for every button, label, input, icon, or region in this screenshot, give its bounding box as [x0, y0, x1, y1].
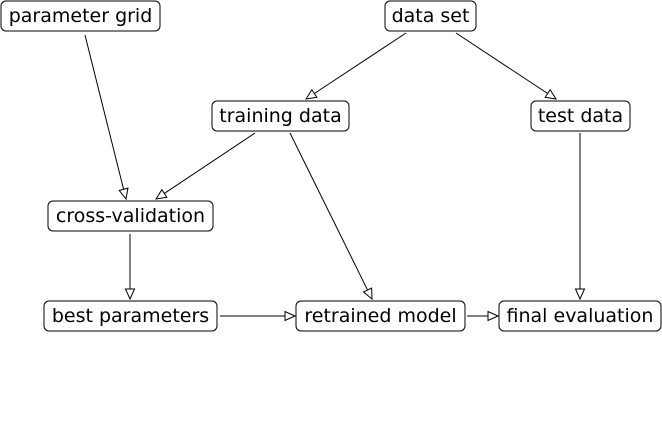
- node-training-data: training data: [211, 100, 350, 132]
- edge-training-data-to-retrained-model: [289, 132, 373, 301]
- node-final-evaluation-label: final evaluation: [507, 305, 654, 327]
- edges-layer: [84, 32, 586, 322]
- edge-best-parameters-to-retrained-model: [220, 310, 297, 322]
- node-parameter-grid: parameter grid: [0, 0, 161, 32]
- node-retrained-model-label: retrained model: [304, 305, 456, 327]
- arrowhead-icon: [304, 88, 318, 100]
- edge-line: [289, 132, 369, 291]
- node-best-parameters: best parameters: [43, 300, 218, 332]
- arrowhead-icon: [574, 288, 586, 301]
- node-training-data-label: training data: [219, 105, 341, 127]
- node-test-data-label: test data: [538, 105, 623, 127]
- edge-parameter-grid-to-cross-validation: [84, 34, 129, 201]
- edge-test-data-to-final-evaluation: [574, 133, 586, 301]
- edge-cross-validation-to-best-parameters: [124, 234, 136, 301]
- edge-line: [314, 32, 407, 94]
- arrowhead-icon: [487, 310, 500, 322]
- edge-line: [84, 34, 125, 190]
- node-data-set: data set: [384, 0, 477, 32]
- arrowhead-icon: [118, 187, 129, 201]
- edge-training-data-to-cross-validation: [154, 132, 256, 200]
- edge-line: [164, 132, 256, 194]
- arrowhead-icon: [154, 188, 168, 200]
- arrowhead-icon: [124, 288, 136, 301]
- node-cross-validation-label: cross-validation: [56, 205, 205, 227]
- node-final-evaluation: final evaluation: [498, 300, 662, 332]
- node-parameter-grid-label: parameter grid: [9, 5, 153, 27]
- edge-line: [455, 32, 548, 94]
- node-cross-validation: cross-validation: [47, 200, 214, 232]
- node-data-set-label: data set: [392, 5, 470, 27]
- arrowhead-icon: [544, 88, 558, 100]
- node-test-data: test data: [530, 100, 631, 132]
- edge-retrained-model-to-final-evaluation: [467, 310, 500, 322]
- arrowhead-icon: [362, 287, 373, 301]
- edge-data-set-to-training-data: [304, 32, 407, 100]
- edge-data-set-to-test-data: [455, 32, 558, 100]
- arrowhead-icon: [284, 310, 297, 322]
- node-best-parameters-label: best parameters: [52, 305, 209, 327]
- node-retrained-model: retrained model: [295, 300, 466, 332]
